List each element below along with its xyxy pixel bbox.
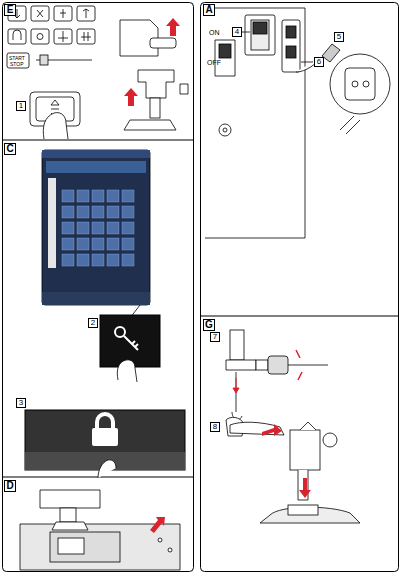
callout-number: 1 [16,101,26,111]
box-label: 8 [213,423,217,431]
box-label: 5 [337,33,341,41]
callout-number: 5 [334,32,344,42]
box-label: 7 [213,333,217,341]
box-label: A [205,5,212,15]
box-label: C [6,144,13,154]
callout-number: 2 [88,318,98,328]
panel-letter: G [203,319,215,331]
box-label: E [7,5,14,15]
part-label: STOP [10,62,24,67]
callout-number: 4 [232,27,242,37]
callout-number: 3 [16,398,26,408]
panel-letter: A [203,4,215,16]
callout-number: 8 [210,422,220,432]
panel-letter: D [4,480,16,492]
part-label: START [9,56,25,61]
callout-number: 7 [210,332,220,342]
box-label: D [6,481,13,491]
part-label: OFF [207,59,221,66]
callout-number: 6 [314,57,324,67]
panel-letter: C [4,143,16,155]
box-label: 4 [235,28,239,36]
box-label: 1 [19,102,23,110]
box-label: 3 [19,399,23,407]
panel-letter: E [4,4,16,16]
box-label: 6 [317,58,321,66]
part-label: ON [209,29,220,36]
box-label: 2 [91,319,95,327]
box-label: G [205,320,213,330]
